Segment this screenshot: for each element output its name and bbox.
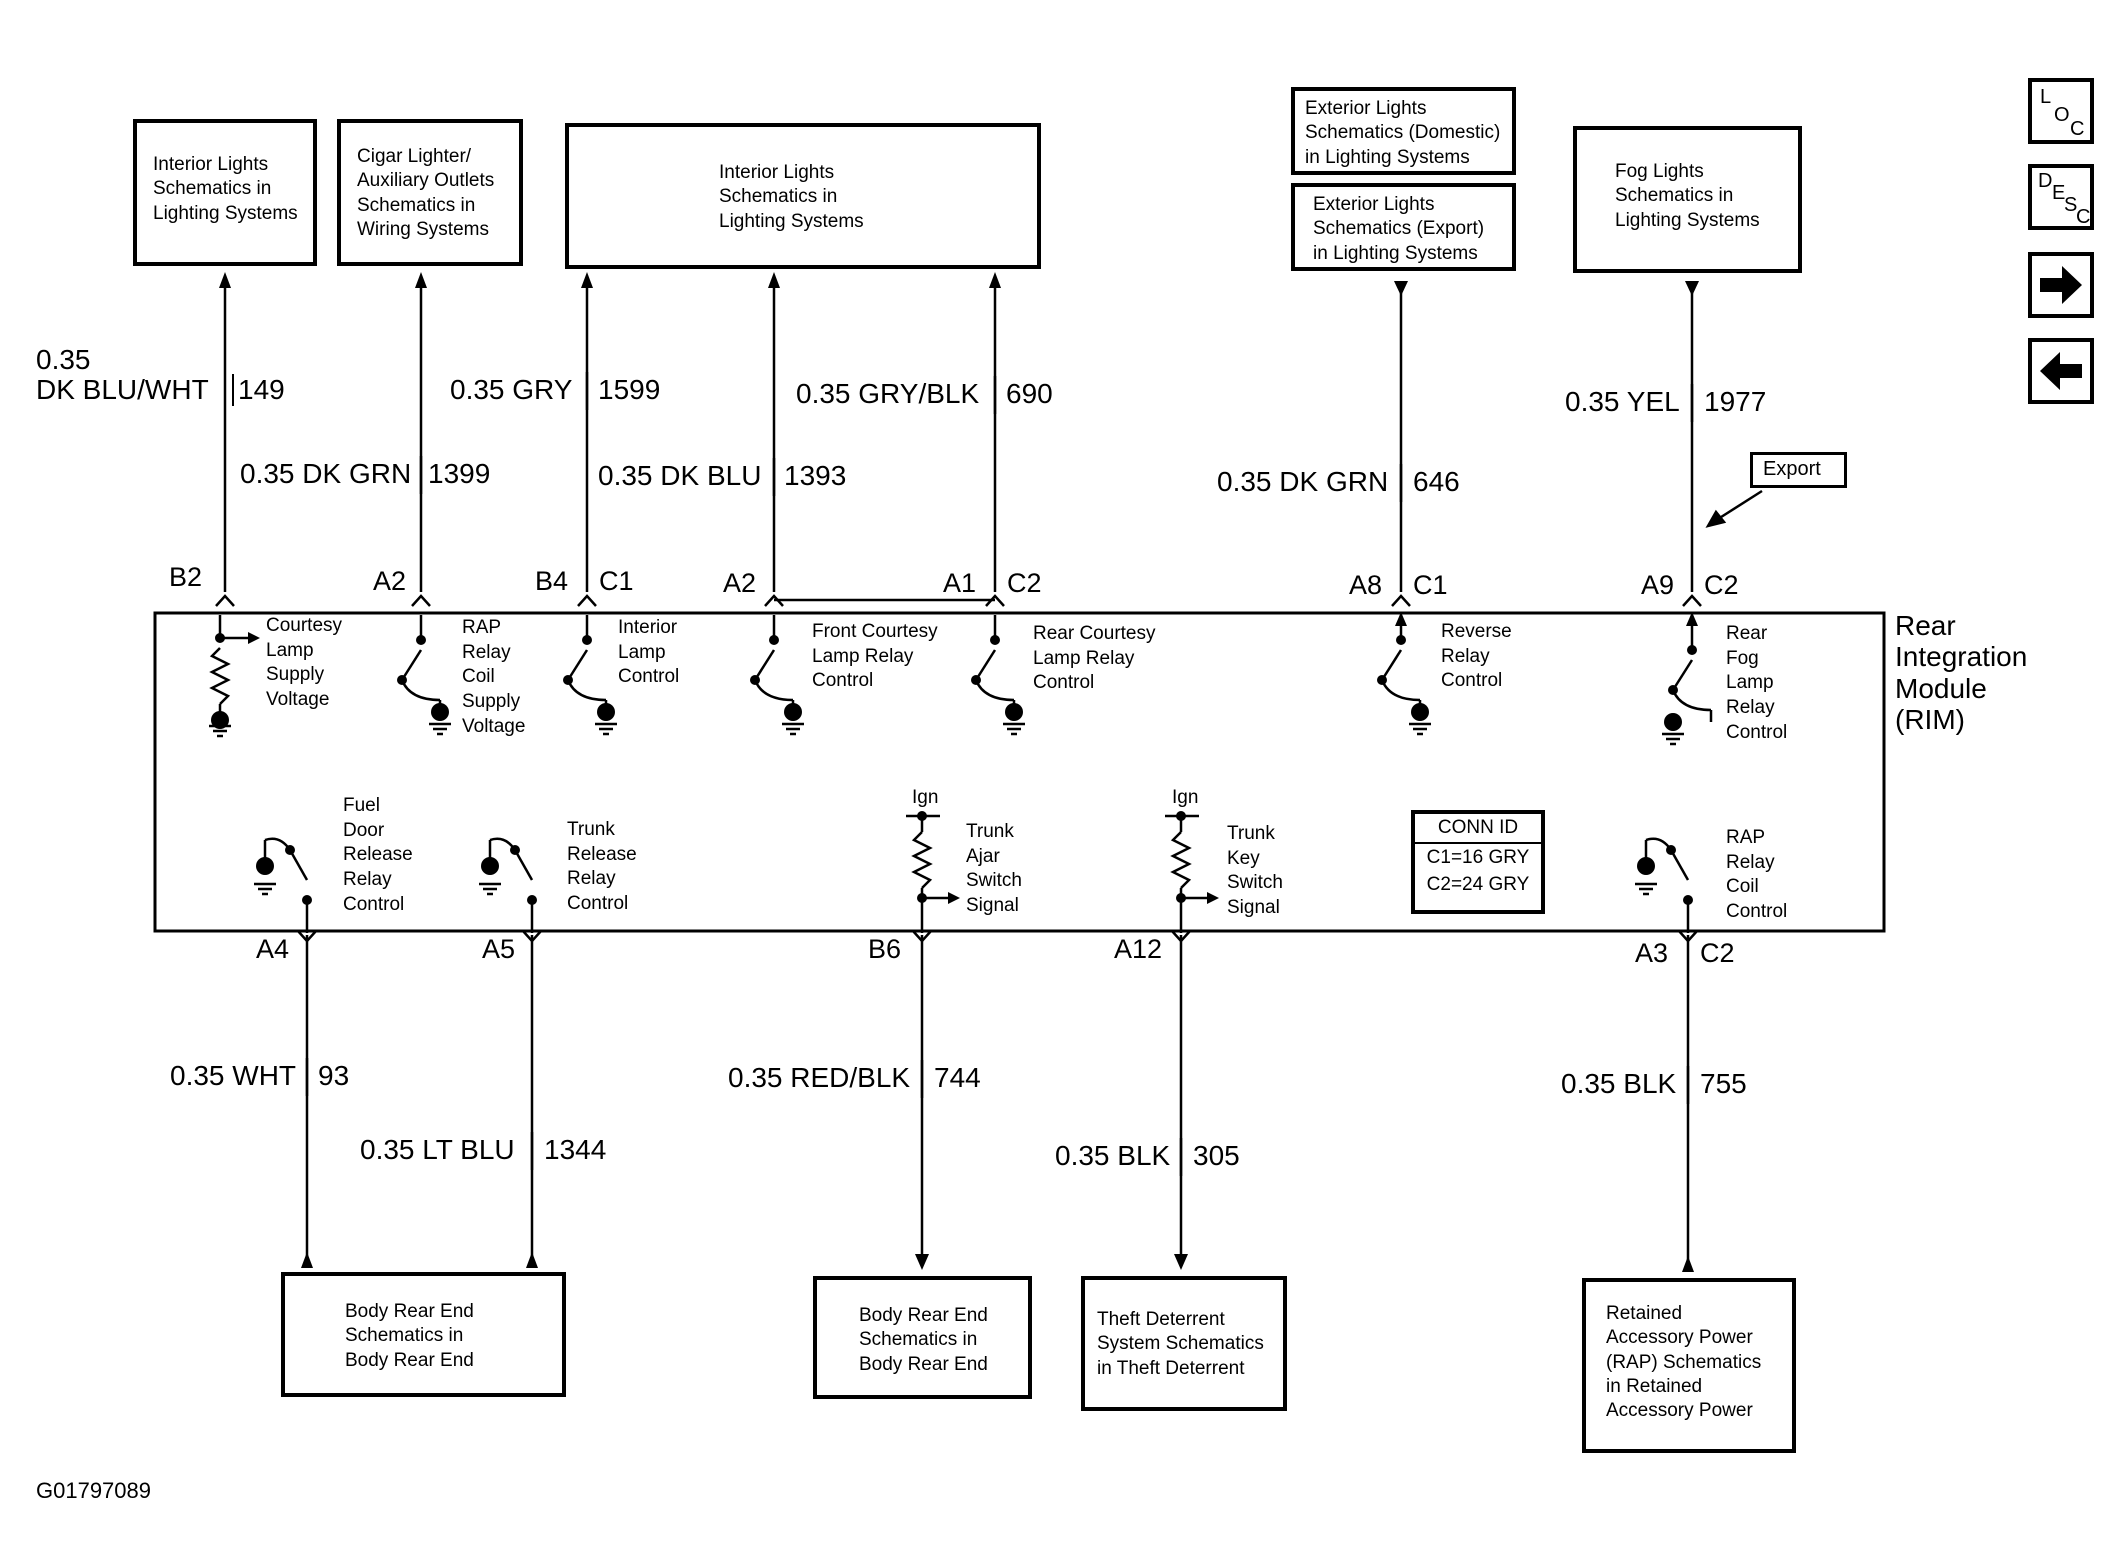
wire-color-305: 0.35 BLK — [1055, 1140, 1171, 1171]
pin-b4: B4 — [535, 566, 569, 596]
wire-color-744: 0.35 RED/BLK — [728, 1062, 911, 1093]
circuit-trunk-release: Trunk Release Relay Control — [567, 819, 637, 915]
ign-label-trunk-key: Ign — [1172, 787, 1199, 808]
wire-color-690: 0.35 GRY/BLK — [796, 378, 980, 409]
pin-b6: B6 — [868, 934, 902, 964]
top-arrowheads — [219, 272, 1699, 296]
pin-b2: B2 — [169, 562, 203, 592]
ref-box-fog-lights[interactable]: Fog Lights Schematics in Lighting System… — [1573, 126, 1802, 273]
figure-id: G01797089 — [36, 1478, 151, 1503]
circuit-symbols — [207, 615, 1713, 933]
top-connector-marks — [215, 594, 1702, 607]
wire-color-1977: 0.35 YEL — [1565, 386, 1680, 417]
wire-circuit-1344: 1344 — [544, 1134, 607, 1165]
pin-a3: A3 — [1635, 938, 1669, 968]
wire-circuit-755: 755 — [1700, 1068, 1747, 1099]
wire-color-93: 0.35 WHT — [170, 1060, 297, 1091]
export-pointer — [1705, 489, 1763, 528]
ref-box-interior-lights-1[interactable]: Interior Lights Schematics in Lighting S… — [133, 119, 317, 266]
wire-circuit-93: 93 — [318, 1060, 350, 1091]
ref-box-cigar-lighter[interactable]: Cigar Lighter/ Auxiliary Outlets Schemat… — [337, 119, 523, 266]
wire-circuit-1399: 1399 — [428, 458, 491, 489]
pin-a2-1: A2 — [373, 566, 407, 596]
pin-a4: A4 — [256, 934, 290, 964]
pin-c1-1: C1 — [599, 566, 634, 596]
ref-box-interior-lights-2[interactable]: Interior Lights Schematics in Lighting S… — [565, 123, 1041, 269]
circuit-trunk-key: Trunk Key Switch Signal — [1227, 823, 1283, 919]
top-wires — [223, 283, 1694, 602]
circuit-rap-relay-coil-supply: RAP Relay Coil Supply Voltage — [462, 617, 526, 737]
wire-circuit-744: 744 — [934, 1062, 981, 1093]
pin-a9: A9 — [1641, 570, 1675, 600]
pin-c2-1: C2 — [1007, 568, 1042, 598]
circuit-courtesy-lamp-supply: Courtesy Lamp Supply Voltage — [266, 615, 343, 711]
pin-a12: A12 — [1114, 934, 1163, 964]
wire-color-1393: 0.35 DK BLU — [598, 460, 762, 491]
pin-a5: A5 — [482, 934, 516, 964]
conn-id-box: CONN ID C1=16 GRY C2=24 GRY — [1411, 810, 1545, 914]
wire-circuit-1977: 1977 — [1704, 386, 1767, 417]
circuit-front-courtesy: Front Courtesy Lamp Relay Control — [812, 621, 938, 692]
circuit-rear-fog-lamp: Rear Fog Lamp Relay Control — [1726, 623, 1788, 743]
circuit-dots — [211, 612, 1698, 905]
pin-c2-3: C2 — [1700, 938, 1735, 968]
circuit-trunk-ajar: Trunk Ajar Switch Signal — [966, 821, 1022, 917]
pin-c2-2: C2 — [1704, 570, 1739, 600]
bottom-connector-marks — [297, 930, 1698, 943]
ref-box-exterior-domestic[interactable]: Exterior Lights Schematics (Domestic) in… — [1291, 87, 1516, 175]
ref-box-retained-accessory-power[interactable]: Retained Accessory Power (RAP) Schematic… — [1582, 1278, 1796, 1453]
right-arrow-glyph — [2040, 266, 2082, 304]
bottom-wires — [305, 935, 1690, 1264]
wire-circuit-1393: 1393 — [784, 460, 847, 491]
pin-c1-2: C1 — [1413, 570, 1448, 600]
circuit-fuel-door-release: Fuel Door Release Relay Control — [343, 795, 413, 915]
wire-circuit-690: 690 — [1006, 378, 1053, 409]
pin-a2-2: A2 — [723, 568, 757, 598]
wire-color-755: 0.35 BLK — [1561, 1068, 1677, 1099]
wire-color-1344: 0.35 LT BLU — [360, 1134, 515, 1165]
left-arrow-glyph — [2040, 352, 2082, 390]
pin-a8: A8 — [1349, 570, 1383, 600]
next-arrow-icon[interactable] — [2028, 252, 2094, 318]
wire-circuit-1599: 1599 — [598, 374, 661, 405]
ref-box-body-rear-end-2[interactable]: Body Rear End Schematics in Body Rear En… — [813, 1276, 1032, 1399]
circuit-rear-courtesy: Rear Courtesy Lamp Relay Control — [1033, 623, 1156, 694]
circuit-reverse-relay: Reverse Relay Control — [1441, 621, 1512, 692]
wire-color-149: DK BLU/WHT — [36, 374, 209, 405]
wire-color-1599: 0.35 GRY — [450, 374, 573, 405]
loc-icon[interactable]: L O C — [2028, 78, 2094, 144]
bottom-arrowheads — [301, 1252, 1694, 1272]
ref-box-theft-deterrent[interactable]: Theft Deterrent System Schematics in The… — [1081, 1276, 1287, 1411]
prev-arrow-icon[interactable] — [2028, 338, 2094, 404]
wire-circuit-305: 305 — [1193, 1140, 1240, 1171]
circuit-rap-relay-coil-control: RAP Relay Coil Control — [1726, 827, 1788, 923]
wire-color-646: 0.35 DK GRN — [1217, 466, 1389, 497]
ref-box-body-rear-end-1[interactable]: Body Rear End Schematics in Body Rear En… — [281, 1272, 566, 1397]
wire-circuit-646: 646 — [1413, 466, 1460, 497]
wire-color-1399: 0.35 DK GRN — [240, 458, 412, 489]
pin-a1: A1 — [943, 568, 977, 598]
circuit-interior-lamp-control: Interior Lamp Control — [618, 617, 680, 688]
ign-label-trunk-ajar: Ign — [912, 787, 939, 808]
export-callout: Export — [1750, 452, 1847, 488]
ref-box-exterior-export[interactable]: Exterior Lights Schematics (Export) in L… — [1291, 183, 1516, 271]
desc-icon[interactable]: D E S C — [2028, 164, 2094, 230]
wire-gauge-149: 0.35 — [36, 344, 91, 375]
module-name: Rear Integration Module (RIM) — [1895, 610, 2028, 736]
wire-circuit-149: 149 — [232, 374, 285, 406]
module-outline — [153, 611, 1886, 933]
